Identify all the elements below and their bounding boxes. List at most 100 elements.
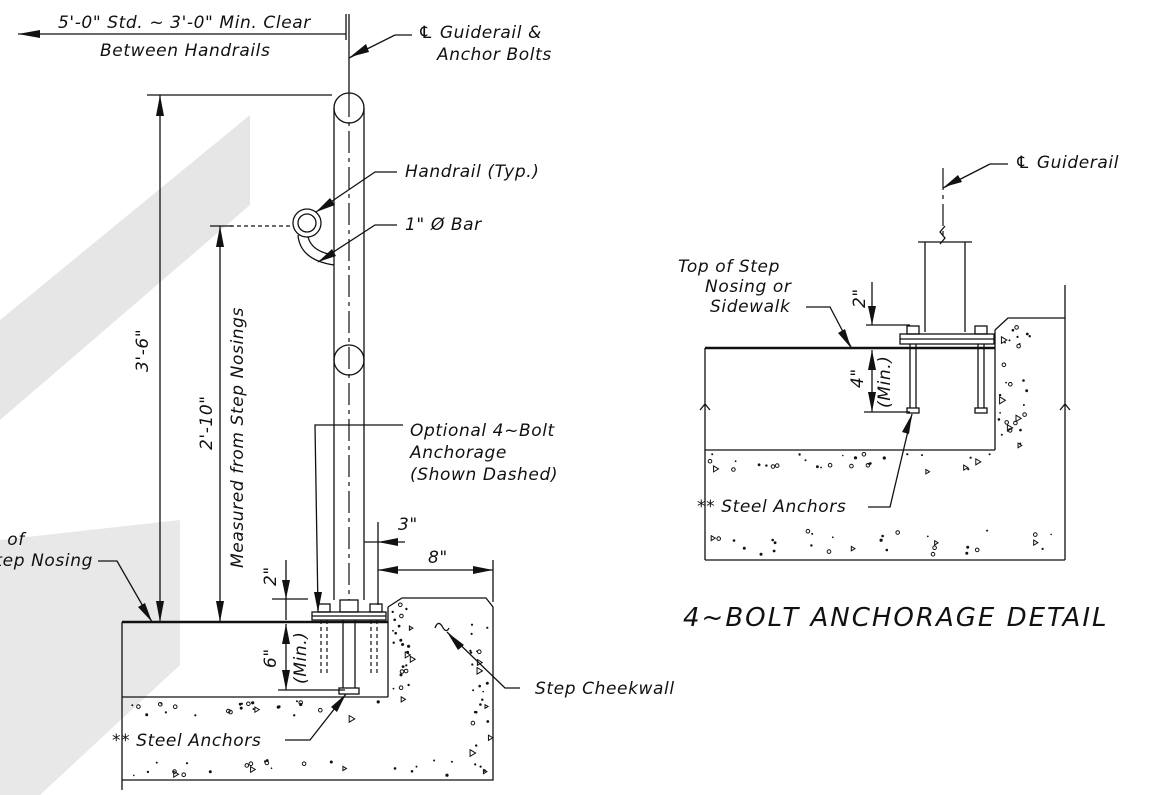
base-plate bbox=[311, 599, 387, 695]
aggregate-mark bbox=[997, 418, 1001, 421]
aggregate-mark bbox=[1019, 428, 1022, 432]
measured-from-label: Measured from Step Nosings bbox=[228, 307, 248, 568]
aggregate-mark bbox=[988, 453, 991, 456]
aggregate-mark bbox=[757, 463, 761, 467]
aggregate-mark bbox=[999, 395, 1007, 405]
watermark bbox=[0, 115, 250, 795]
aggregate-mark bbox=[172, 769, 177, 774]
aggregate-mark bbox=[252, 708, 255, 710]
aggregate-mark bbox=[329, 760, 333, 764]
top-of-nosing-label-line1: Top of bbox=[0, 530, 27, 550]
aggregate-mark bbox=[865, 463, 871, 468]
aggregate-mark bbox=[773, 541, 777, 545]
detail-top-of-step-label-line1: Top of Step bbox=[678, 257, 780, 277]
aggregate-mark bbox=[293, 714, 296, 717]
aggregate-mark bbox=[164, 711, 167, 714]
aggregate-mark bbox=[1007, 428, 1013, 433]
aggregate-mark bbox=[469, 651, 473, 654]
aggregate-mark bbox=[1050, 533, 1052, 536]
aggregate-mark bbox=[254, 706, 261, 714]
aggregate-mark bbox=[742, 546, 746, 550]
detail-steel-anchors-label: ** Steel Anchors bbox=[697, 497, 846, 517]
aggregate-mark bbox=[250, 765, 257, 774]
aggregate-mark bbox=[470, 720, 476, 726]
aggregate-mark bbox=[348, 714, 356, 724]
aggregate-mark bbox=[264, 760, 267, 763]
aggregate-mark bbox=[405, 607, 408, 611]
handrail-label: Handrail (Typ.) bbox=[405, 162, 539, 182]
aggregate-mark bbox=[1022, 379, 1025, 382]
aggregate-mark bbox=[400, 695, 407, 703]
aggregate-mark bbox=[930, 551, 936, 557]
detail-embed-dimension: 4" (Min.) bbox=[848, 350, 910, 413]
aggregate-mark bbox=[1013, 420, 1018, 426]
aggregate-mark bbox=[1028, 335, 1031, 338]
aggregate-mark bbox=[469, 748, 477, 758]
clear-width-label-line2: Between Handrails bbox=[100, 41, 270, 61]
aggregate-mark bbox=[879, 538, 883, 542]
aggregate-mark bbox=[393, 767, 397, 770]
aggregate-mark bbox=[1008, 381, 1013, 387]
aggregate-mark bbox=[1025, 389, 1029, 393]
aggregate-mark bbox=[906, 453, 909, 456]
aggregate-mark bbox=[392, 629, 394, 632]
aggregate-mark bbox=[376, 700, 380, 704]
aggregate-mark bbox=[415, 765, 418, 768]
aggregate-mark bbox=[407, 683, 410, 687]
optional-label-line2: Anchorage bbox=[409, 443, 507, 463]
aggregate-mark bbox=[238, 702, 242, 706]
overall-height-dimension: 3'-6" bbox=[133, 94, 332, 622]
detail-dim-4in-label: 4" bbox=[848, 368, 868, 388]
aggregate-mark bbox=[469, 649, 472, 652]
aggregate-mark bbox=[486, 720, 490, 723]
aggregate-mark bbox=[842, 454, 844, 457]
aggregate-mark bbox=[772, 549, 776, 553]
aggregate-mark bbox=[921, 454, 923, 457]
aggregate-mark bbox=[1041, 547, 1044, 551]
aggregate-mark bbox=[831, 536, 834, 539]
aggregate-mark bbox=[732, 539, 736, 542]
aggregate-mark bbox=[410, 770, 414, 773]
aggregate-mark bbox=[1005, 381, 1007, 384]
aggregate-mark bbox=[146, 770, 150, 774]
aggregate-mark bbox=[172, 704, 178, 710]
detail-concrete bbox=[699, 285, 1071, 561]
aggregate-mark bbox=[470, 632, 473, 636]
aggregate-mark bbox=[473, 710, 477, 714]
aggregate-mark bbox=[716, 536, 722, 541]
aggregate-mark bbox=[251, 701, 255, 705]
aggregate-mark bbox=[475, 744, 478, 747]
aggregate-mark bbox=[398, 685, 404, 691]
aggregate-mark bbox=[470, 623, 474, 626]
aggregate-mark bbox=[826, 549, 832, 554]
aggregate-mark bbox=[409, 655, 417, 664]
aggregate-mark bbox=[479, 765, 482, 768]
aggregate-mark bbox=[474, 763, 477, 766]
aggregate-mark bbox=[853, 456, 858, 460]
aggregate-mark bbox=[1000, 433, 1003, 436]
aggregate-mark bbox=[181, 772, 186, 778]
aggregate-mark bbox=[1004, 420, 1010, 425]
aggregate-mark bbox=[895, 530, 901, 535]
aggregate-mark bbox=[1004, 341, 1006, 344]
aggregate-mark bbox=[965, 551, 969, 555]
aggregate-mark bbox=[485, 681, 489, 685]
optional-label-line1: Optional 4~Bolt bbox=[410, 421, 556, 441]
aggregate-mark bbox=[774, 463, 780, 468]
aggregate-mark bbox=[194, 714, 197, 717]
detail-dim-2in-label: 2" bbox=[850, 288, 870, 308]
aggregate-mark bbox=[399, 669, 405, 674]
aggregate-mark bbox=[401, 665, 405, 668]
aggregate-mark bbox=[133, 774, 135, 777]
aggregate-mark bbox=[1016, 343, 1021, 349]
aggregate-mark bbox=[969, 456, 972, 459]
aggregate-mark bbox=[406, 650, 410, 654]
aggregate-mark bbox=[244, 763, 250, 768]
clear-width-dimension: 5'-0" Std. ~ 3'-0" Min. Clear Between Ha… bbox=[18, 13, 347, 61]
aggregate-mark bbox=[477, 649, 482, 655]
aggregate-mark bbox=[966, 545, 970, 549]
aggregate-mark bbox=[276, 705, 280, 709]
aggregate-mark bbox=[759, 552, 763, 556]
